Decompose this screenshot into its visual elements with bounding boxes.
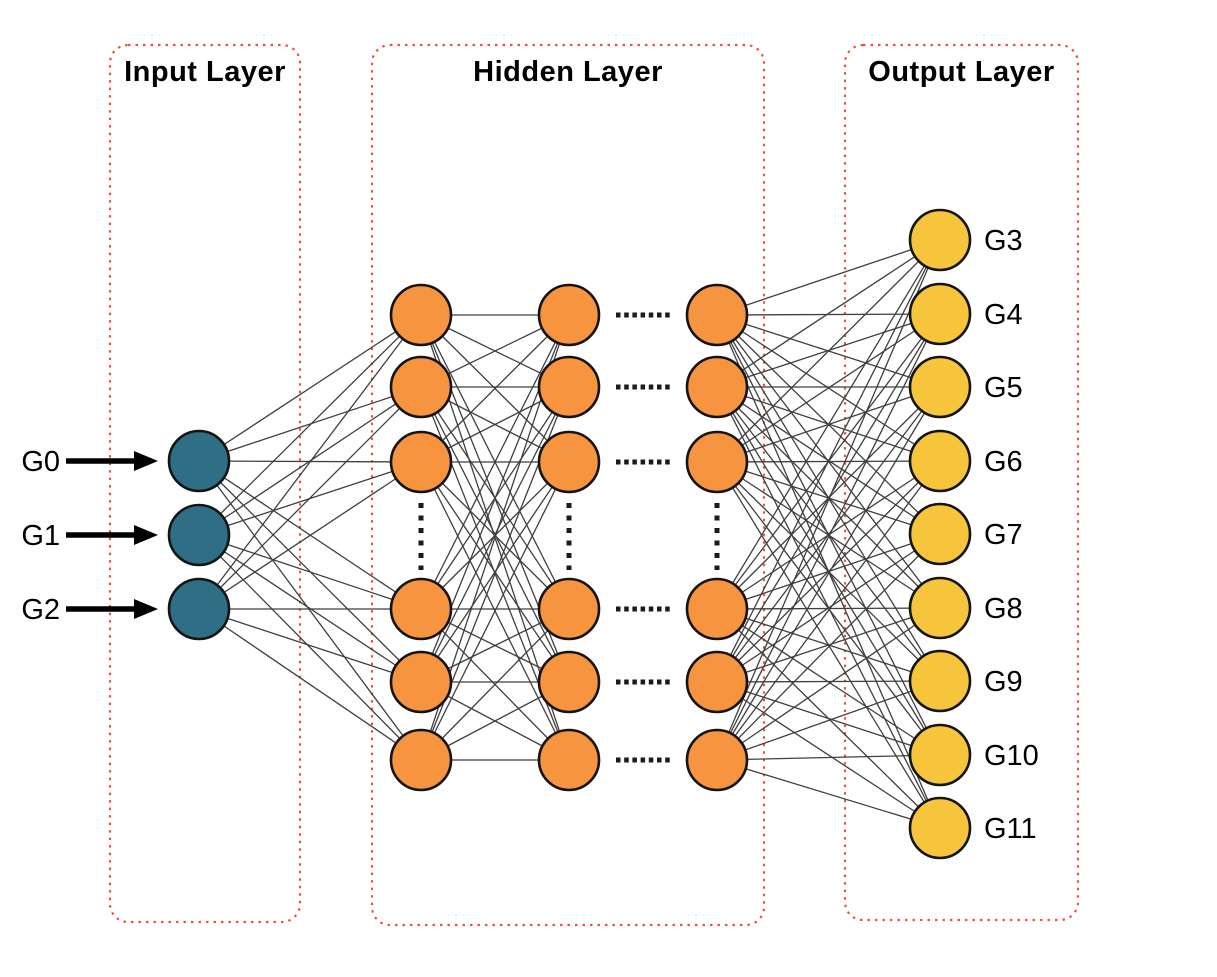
edge-hidden-output xyxy=(716,460,941,761)
output-node-G11 xyxy=(908,796,972,860)
edge-hidden-output xyxy=(716,607,941,761)
edge-hidden-output xyxy=(716,607,941,683)
edge-hidden-output xyxy=(716,386,941,683)
arrowhead-icon xyxy=(134,451,158,471)
input-node-G2 xyxy=(167,577,231,641)
edge-input-hidden xyxy=(198,314,422,536)
output-node-G6 xyxy=(908,429,972,493)
layer-box-output xyxy=(843,43,1080,922)
layer-box-input xyxy=(108,43,302,924)
hidden-node-c2-r3 xyxy=(537,430,601,494)
hidden-node-c2-r2 xyxy=(537,355,601,419)
layer-box-hidden xyxy=(370,43,766,927)
edge-hidden-output xyxy=(716,239,941,316)
arrowhead-icon xyxy=(134,599,158,619)
edge-input-hidden xyxy=(198,386,422,610)
edge-input-hidden xyxy=(198,608,422,683)
edge-hidden-output xyxy=(716,533,941,683)
edge-hidden-hidden xyxy=(420,608,570,761)
output-layer-title: Output Layer xyxy=(868,56,1055,88)
arrowhead-icon xyxy=(134,525,158,545)
edge-hidden-output xyxy=(716,239,941,761)
output-node-G3 xyxy=(908,208,972,272)
hidden-node-c1-r5 xyxy=(389,650,453,714)
edge-hidden-output xyxy=(716,460,941,683)
edge-hidden-output xyxy=(716,754,941,761)
hidden-node-c2-r6 xyxy=(537,728,601,792)
edge-hidden-hidden xyxy=(420,461,570,761)
hidden-node-c3-r2 xyxy=(685,355,749,419)
edge-hidden-output xyxy=(716,680,941,761)
hidden-node-c2-r5 xyxy=(537,650,601,714)
output-node-G8 xyxy=(908,576,972,640)
hidden-node-c1-r2 xyxy=(389,355,453,419)
hidden-node-c3-r3 xyxy=(685,430,749,494)
hidden-node-c1-r4 xyxy=(389,577,453,641)
edge-hidden-output xyxy=(716,681,941,829)
input-node-label-G1: G1 xyxy=(21,520,60,552)
edges-group xyxy=(198,239,941,829)
input-node-label-G2: G2 xyxy=(21,594,60,626)
edge-input-hidden xyxy=(198,386,422,462)
output-node-label-G5: G5 xyxy=(984,372,1023,404)
edge-hidden-output xyxy=(716,680,941,683)
output-node-label-G9: G9 xyxy=(984,666,1023,698)
edge-hidden-output xyxy=(716,313,941,683)
edge-input-hidden xyxy=(198,461,422,610)
output-node-G10 xyxy=(908,723,972,787)
edge-hidden-hidden xyxy=(420,386,570,683)
input-node-G1 xyxy=(167,503,231,567)
input-node-label-G0: G0 xyxy=(21,446,60,478)
edge-hidden-output xyxy=(716,681,941,756)
output-node-G7 xyxy=(908,502,972,566)
edge-hidden-output xyxy=(716,759,941,829)
edge-hidden-output xyxy=(716,533,941,761)
hidden-node-c1-r3 xyxy=(389,430,453,494)
output-node-label-G6: G6 xyxy=(984,446,1023,478)
input-layer-title: Input Layer xyxy=(124,56,286,88)
output-node-label-G7: G7 xyxy=(984,519,1023,551)
edge-hidden-output xyxy=(716,239,941,683)
hidden-node-c3-r6 xyxy=(685,728,749,792)
edge-hidden-hidden xyxy=(420,314,570,610)
output-node-G9 xyxy=(908,649,972,713)
edge-hidden-output xyxy=(716,239,941,388)
edge-input-hidden xyxy=(198,534,422,610)
hidden-node-c3-r1 xyxy=(685,283,749,347)
output-node-G5 xyxy=(908,355,972,419)
input-node-G0 xyxy=(167,429,231,493)
output-node-label-G8: G8 xyxy=(984,593,1023,625)
output-node-label-G3: G3 xyxy=(984,225,1023,257)
edge-hidden-output xyxy=(716,313,941,463)
hidden-node-c2-r4 xyxy=(537,577,601,641)
hidden-node-c2-r1 xyxy=(537,283,601,347)
hidden-node-c3-r4 xyxy=(685,577,749,641)
edge-input-hidden xyxy=(198,460,422,761)
output-node-label-G11: G11 xyxy=(984,813,1037,845)
edge-hidden-output xyxy=(716,313,941,761)
output-node-label-G4: G4 xyxy=(984,299,1023,331)
edge-input-hidden xyxy=(198,314,422,610)
edge-hidden-output xyxy=(716,386,941,761)
edge-hidden-output xyxy=(716,239,941,610)
edge-hidden-hidden xyxy=(420,314,570,463)
hidden-node-c3-r5 xyxy=(685,650,749,714)
output-node-G4 xyxy=(908,282,972,346)
edge-input-hidden xyxy=(198,608,422,761)
hidden-node-c1-r1 xyxy=(389,283,453,347)
edge-input-hidden xyxy=(198,534,422,761)
edge-hidden-output xyxy=(716,239,941,463)
output-node-label-G10: G10 xyxy=(984,740,1039,772)
hidden-node-c1-r6 xyxy=(389,728,453,792)
hidden-layer-title: Hidden Layer xyxy=(473,56,663,88)
edge-input-hidden xyxy=(198,314,422,462)
